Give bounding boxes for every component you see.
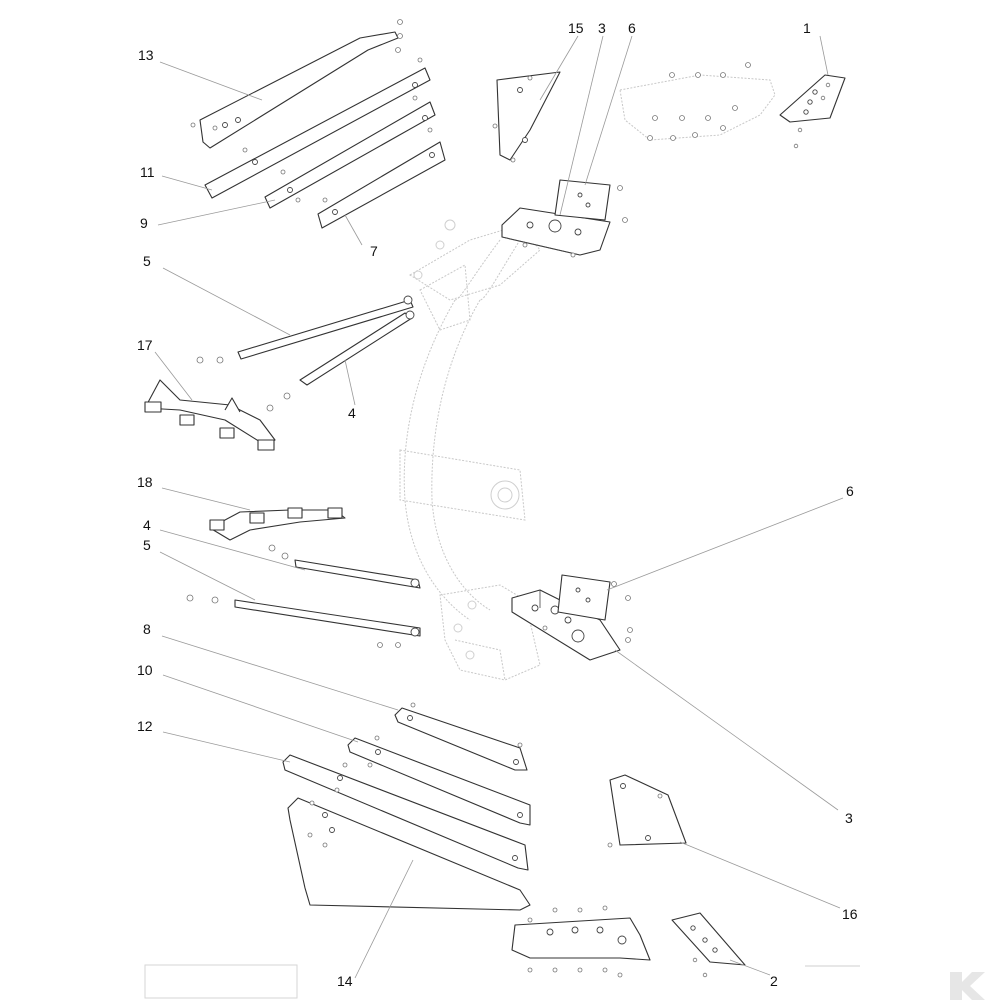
callout-17: 17 — [137, 337, 153, 353]
callout-1: 1 — [803, 20, 811, 36]
callout-5-upper: 5 — [143, 253, 151, 269]
part-10-wear-strip — [347, 735, 531, 826]
part-17-skimmer-bracket — [144, 379, 276, 451]
part-14-landside — [287, 797, 531, 911]
corner-logo-icon — [950, 972, 985, 1000]
part-4-stay-rod-upper — [266, 310, 415, 412]
part-4-stay-rod-lower — [268, 544, 421, 589]
callout-18: 18 — [137, 474, 153, 490]
callout-3-upper: 3 — [598, 20, 606, 36]
callout-15: 15 — [568, 20, 584, 36]
part-2-share-point — [671, 912, 746, 978]
callout-6-middle: 6 — [846, 483, 854, 499]
callout-6-upper: 6 — [628, 20, 636, 36]
part-8-wear-strip — [394, 702, 528, 771]
callout-3-lower: 3 — [845, 810, 853, 826]
bottom-frame-box — [144, 964, 298, 999]
part-9-wear-strip — [264, 101, 436, 209]
mouldboard-ghost-top — [619, 74, 776, 141]
part-3-frog-lower — [511, 589, 621, 661]
part-18-skimmer-bracket — [209, 507, 346, 541]
callout-2: 2 — [770, 973, 778, 989]
plough-frame-ghost — [399, 219, 541, 681]
callout-9: 9 — [140, 215, 148, 231]
part-5-stay-rod-lower — [186, 594, 421, 648]
callout-11: 11 — [140, 164, 155, 180]
callout-16: 16 — [842, 906, 858, 922]
part-1-share-point — [779, 74, 846, 149]
callout-10: 10 — [137, 662, 153, 678]
part-15-shin-plate — [492, 71, 561, 163]
callout-12: 12 — [137, 718, 153, 734]
part-5-stay-rod-upper — [196, 295, 414, 364]
part-16-shin-plate — [607, 774, 687, 848]
mouldboard-bolts-top — [647, 62, 751, 141]
part-3-frog-upper — [501, 207, 611, 258]
part-11-wear-strip — [204, 57, 431, 199]
mouldboard-lower — [511, 905, 651, 978]
part-6-plate-upper — [554, 179, 628, 223]
leader-lines — [154, 35, 844, 979]
callout-13: 13 — [138, 47, 154, 63]
part-7-wear-strip — [317, 141, 446, 229]
callout-7: 7 — [370, 243, 378, 259]
part-12-wear-strip — [282, 754, 529, 871]
part-6-plate-lower — [557, 574, 633, 643]
callout-14: 14 — [337, 973, 353, 989]
callout-4-middle: 4 — [143, 517, 151, 533]
callout-4-upper: 4 — [348, 405, 356, 421]
callout-5-middle: 5 — [143, 537, 151, 553]
callout-8: 8 — [143, 621, 151, 637]
part-13-landside-strip — [190, 19, 403, 149]
callout-labels: 13 11 9 7 5 17 4 18 4 5 8 10 12 14 15 3 … — [137, 20, 858, 989]
